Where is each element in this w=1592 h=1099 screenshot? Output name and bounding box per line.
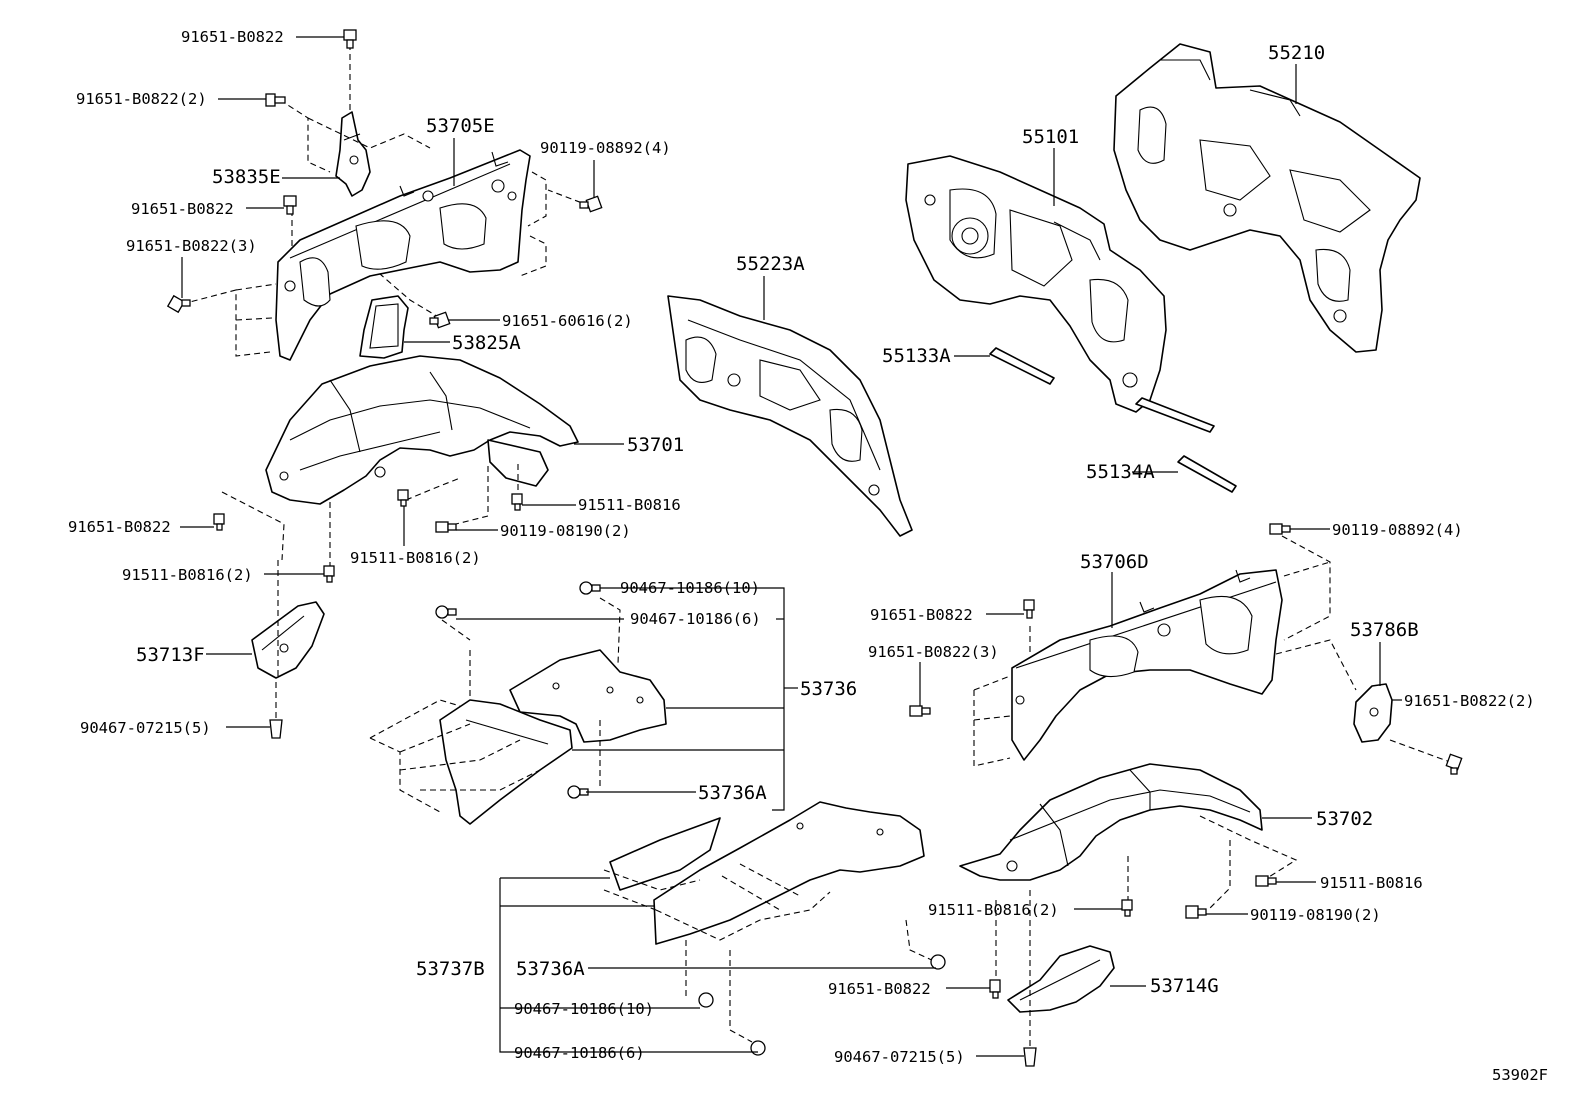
fasteners-53736[interactable] (435, 581, 601, 799)
leader-lines (180, 36, 1402, 1057)
bolt-icon (1269, 523, 1291, 535)
part-53701-fender-liner[interactable] (265, 355, 579, 505)
clip-icon (579, 581, 601, 595)
assembly-lines-left-upper (181, 44, 591, 718)
label-91651-b0822-3: 91651-B0822(3) (126, 237, 257, 255)
part-55223a-silencer[interactable] (667, 295, 913, 537)
assembly-lines-53736 (369, 597, 621, 813)
clip-icon (567, 785, 589, 799)
part-53835e-bracket[interactable] (335, 111, 371, 197)
bolt-icon (989, 979, 1001, 999)
bolt-icon (166, 294, 191, 314)
part-53825a-gasket[interactable] (359, 295, 409, 359)
assembly-lines-right (973, 535, 1451, 1050)
label-55223a: 55223A (736, 253, 805, 275)
part-53736-insulator[interactable] (509, 649, 667, 743)
label-55210: 55210 (1268, 42, 1325, 64)
bolt-icon (213, 513, 225, 531)
label-53736: 53736 (800, 678, 857, 700)
diagram-code: 53902F (1492, 1066, 1548, 1084)
label-53737b: 53737B (416, 958, 485, 980)
bolt-icon (1185, 905, 1207, 919)
part-55133a-strip[interactable] (989, 347, 1055, 385)
bolt-icon (323, 565, 335, 583)
bolt-icon (1445, 753, 1463, 775)
bolt-icon (397, 489, 409, 507)
assembly-lines-lower-center (603, 863, 937, 1043)
clip-icon (698, 992, 714, 1008)
label-90467-07215-5: 90467-07215(5) (834, 1048, 965, 1066)
label-91651-b0822: 91651-B0822 (828, 980, 931, 998)
label-53835e: 53835E (212, 166, 281, 188)
label-90119-08190-2: 90119-08190(2) (1250, 906, 1381, 924)
part-53714g-shield[interactable] (1007, 945, 1115, 1013)
bolt-icon (343, 29, 357, 49)
callout-labels: 91651-B0822 91651-B0822(2) 53705E 90119-… (68, 28, 1548, 1084)
bolt-icon (1255, 875, 1277, 887)
bolt-icon (511, 493, 523, 511)
bolt-icon (1121, 899, 1133, 917)
label-91651-b0822: 91651-B0822 (131, 200, 234, 218)
bolt-icon (909, 705, 931, 717)
fasteners-left-upper[interactable] (166, 29, 603, 739)
label-91651-b0822-2: 91651-B0822(2) (1404, 692, 1535, 710)
clip-icon (930, 954, 946, 970)
label-91511-b0816-2: 91511-B0816(2) (122, 566, 253, 584)
fasteners-right[interactable] (698, 523, 1463, 1067)
clip-icon (1023, 1047, 1037, 1067)
part-55101-dash-panel[interactable] (905, 155, 1167, 413)
label-53714g: 53714G (1150, 975, 1219, 997)
label-90467-10186-10: 90467-10186(10) (514, 1000, 654, 1018)
label-53706d: 53706D (1080, 551, 1149, 573)
part-53706d-apron[interactable] (1011, 569, 1283, 761)
label-53701: 53701 (627, 434, 684, 456)
bolt-icon (265, 93, 286, 107)
label-91511-b0816-2: 91511-B0816(2) (928, 901, 1059, 919)
label-55133a: 55133A (882, 345, 951, 367)
label-53702: 53702 (1316, 808, 1373, 830)
part-55101-strip[interactable] (1135, 397, 1215, 433)
part-53737b-insulator[interactable] (609, 801, 925, 945)
label-55101: 55101 (1022, 126, 1079, 148)
bolt-icon (283, 195, 297, 215)
label-90467-10186-6: 90467-10186(6) (630, 610, 761, 628)
label-91651-b0822: 91651-B0822 (181, 28, 284, 46)
clip-icon (435, 605, 457, 619)
bolt-icon (429, 311, 451, 329)
part-53702-fender-liner[interactable] (959, 763, 1263, 881)
label-91651-b0822: 91651-B0822 (870, 606, 973, 624)
part-55134a-strip[interactable] (1177, 455, 1237, 493)
label-90119-08190-2: 90119-08190(2) (500, 522, 631, 540)
label-91651-b0822: 91651-B0822 (68, 518, 171, 536)
bolt-icon (1023, 599, 1035, 619)
bolt-icon (579, 195, 603, 213)
part-55210-insulator[interactable] (1113, 43, 1421, 353)
label-91511-b0816-2: 91511-B0816(2) (350, 549, 481, 567)
part-53786b-bracket[interactable] (1353, 683, 1393, 743)
label-90119-08892-4: 90119-08892(4) (540, 139, 671, 157)
clip-icon (269, 719, 283, 739)
clip-icon (750, 1040, 766, 1056)
label-90467-10186-6: 90467-10186(6) (514, 1044, 645, 1062)
label-53736a: 53736A (698, 782, 767, 804)
label-91651-b0822-3: 91651-B0822(3) (868, 643, 999, 661)
label-91651-60616-2: 91651-60616(2) (502, 312, 633, 330)
label-53713f: 53713F (136, 644, 205, 666)
label-55134a: 55134A (1086, 461, 1155, 483)
label-53786b: 53786B (1350, 619, 1419, 641)
bolt-icon (435, 521, 457, 533)
label-53736a: 53736A (516, 958, 585, 980)
label-91651-b0822-2: 91651-B0822(2) (76, 90, 207, 108)
label-90467-07215-5: 90467-07215(5) (80, 719, 211, 737)
label-90467-10186-10: 90467-10186(10) (620, 579, 760, 597)
label-53825a: 53825A (452, 332, 521, 354)
label-91511-b0816: 91511-B0816 (578, 496, 681, 514)
part-53705e-apron[interactable] (275, 149, 531, 361)
label-53705e: 53705E (426, 115, 495, 137)
label-91511-b0816: 91511-B0816 (1320, 874, 1423, 892)
part-53713f-bracket[interactable] (251, 601, 325, 679)
label-90119-08892-4: 90119-08892(4) (1332, 521, 1463, 539)
